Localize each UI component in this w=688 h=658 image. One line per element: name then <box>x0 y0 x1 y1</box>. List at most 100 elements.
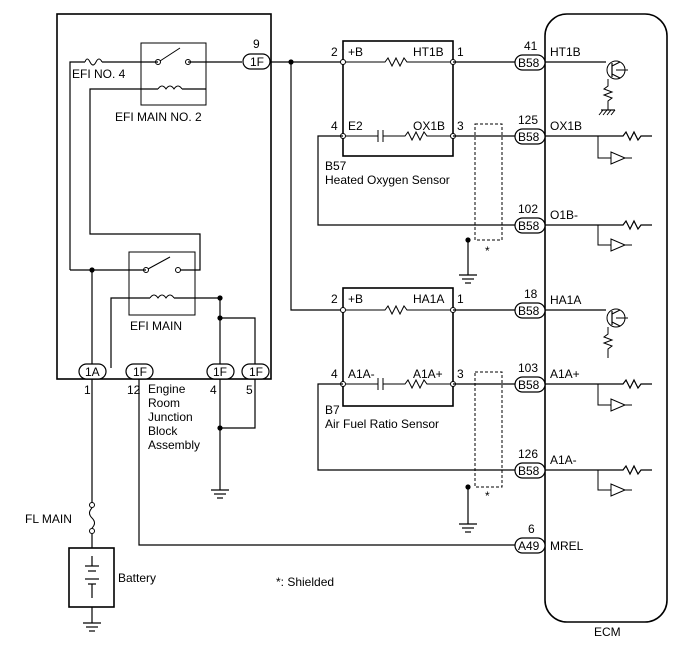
svg-text:B58: B58 <box>518 304 540 318</box>
sensor-b57-outline <box>342 40 454 157</box>
svg-text:1: 1 <box>457 45 464 59</box>
svg-text:B58: B58 <box>518 219 540 233</box>
b57-term-ox1b: OX1B <box>413 119 445 133</box>
sensor-b7-outline <box>342 287 454 407</box>
sensor-b57-id: B57 <box>325 159 347 173</box>
b7-term-plus-b: +B <box>348 292 363 306</box>
ecm-outline <box>544 13 668 623</box>
transistor-icon <box>545 308 628 358</box>
input-circuit-icon <box>545 464 652 497</box>
ground-icon <box>211 489 229 499</box>
svg-text:2: 2 <box>331 292 338 306</box>
svg-text:B58: B58 <box>518 464 540 478</box>
ecm-terminal-ha1a: B58 18 HA1A <box>514 287 581 319</box>
sensor-b7-name: Air Fuel Ratio Sensor <box>325 417 439 431</box>
b57-term-plus-b: +B <box>348 45 363 59</box>
b7-term-ha1a: HA1A <box>413 292 444 306</box>
sensor-element-icon <box>346 130 450 142</box>
svg-text:4: 4 <box>331 119 338 133</box>
sensor-b57-name: Heated Oxygen Sensor <box>325 173 450 187</box>
shield-b57 <box>474 123 503 241</box>
svg-text:12: 12 <box>127 383 141 397</box>
svg-text:41: 41 <box>524 39 538 53</box>
svg-text:1F: 1F <box>213 365 227 379</box>
svg-text:1F: 1F <box>250 55 264 69</box>
svg-text:B58: B58 <box>518 378 540 392</box>
svg-text:18: 18 <box>524 287 538 301</box>
shield-mark-2: * <box>485 489 490 503</box>
svg-text:4: 4 <box>210 383 217 397</box>
relay-efi-main-label: EFI MAIN <box>130 319 182 333</box>
svg-text:3: 3 <box>457 119 464 133</box>
sensor-b7: +B HA1A A1A- A1A+ 2 1 4 3 B7 Air Fuel Ra… <box>325 287 464 431</box>
b57-term-e2: E2 <box>348 119 363 133</box>
svg-text:103: 103 <box>518 361 538 375</box>
battery-label: Battery <box>118 571 156 585</box>
transistor-icon <box>545 60 628 116</box>
input-circuit-icon <box>545 130 652 165</box>
ground-icon <box>459 274 477 284</box>
sensor-element-icon <box>346 378 450 390</box>
svg-text:HA1A: HA1A <box>550 293 581 307</box>
svg-text:6: 6 <box>528 522 535 536</box>
b7-term-a1a-minus: A1A- <box>348 367 375 381</box>
svg-text:1A: 1A <box>85 365 100 379</box>
svg-text:102: 102 <box>518 202 538 216</box>
relay-efi-main-icon <box>128 251 196 316</box>
svg-text:9: 9 <box>253 37 260 51</box>
svg-text:B58: B58 <box>518 130 540 144</box>
fuse-efi-no4-label: EFI NO. 4 <box>72 67 126 81</box>
ecm-terminal-mrel: A49 6 MREL <box>514 522 584 554</box>
junction-block-name-3: Junction <box>148 410 193 424</box>
svg-text:O1B-: O1B- <box>550 208 578 222</box>
relay-efi-main-no2-icon <box>140 42 207 106</box>
fl-main-icon <box>89 507 95 529</box>
fl-main-label: FL MAIN <box>25 512 72 526</box>
svg-text:1F: 1F <box>249 365 263 379</box>
svg-text:4: 4 <box>331 367 338 381</box>
ecm-terminal-o1b-minus: B58 102 O1B- <box>514 202 578 234</box>
sensor-b7-id: B7 <box>325 403 340 417</box>
ecm-terminal-a1a-minus: B58 126 A1A- <box>514 447 577 479</box>
shield-mark-1: * <box>485 244 490 258</box>
battery-icon <box>68 547 115 608</box>
shield-b7 <box>474 371 503 488</box>
svg-text:126: 126 <box>518 447 538 461</box>
svg-text:1F: 1F <box>133 365 147 379</box>
svg-text:2: 2 <box>331 45 338 59</box>
sensor-b57: +B HT1B E2 OX1B 2 1 4 3 B57 Heated Oxyge… <box>325 40 464 187</box>
junction-block-name-5: Assembly <box>148 438 200 452</box>
svg-text:HT1B: HT1B <box>550 45 581 59</box>
ecm-label: ECM <box>594 625 621 639</box>
junction-block-name-1: Engine <box>148 382 186 396</box>
svg-text:A1A+: A1A+ <box>550 367 580 381</box>
input-circuit-icon <box>545 378 652 412</box>
shielded-note: *: Shielded <box>276 575 334 589</box>
ecm: ECM B58 41 HT1B B58 125 OX1B B58 102 O1B… <box>514 13 668 639</box>
heater-resistor-icon <box>346 304 450 316</box>
svg-text:A1A-: A1A- <box>550 453 577 467</box>
ecm-terminal-ox1b: B58 125 OX1B <box>514 113 582 145</box>
ecm-terminal-a1a-plus: B58 103 A1A+ <box>514 361 580 393</box>
junction-block-name-2: Room <box>148 396 180 410</box>
b7-term-a1a-plus: A1A+ <box>413 367 443 381</box>
svg-text:1: 1 <box>457 292 464 306</box>
engine-room-junction-block: EFI NO. 4 EFI MAIN NO. 2 EFI MAIN 1F 9 <box>56 13 272 452</box>
svg-text:125: 125 <box>518 113 538 127</box>
svg-text:OX1B: OX1B <box>550 119 582 133</box>
svg-text:MREL: MREL <box>550 539 584 553</box>
ecm-terminal-ht1b: B58 41 HT1B <box>514 39 581 71</box>
input-circuit-icon <box>545 219 652 252</box>
svg-text:A49: A49 <box>518 539 540 553</box>
ground-icon <box>83 622 101 632</box>
svg-text:B58: B58 <box>518 56 540 70</box>
svg-text:5: 5 <box>246 383 253 397</box>
svg-text:1: 1 <box>84 383 91 397</box>
b57-term-ht1b: HT1B <box>413 45 444 59</box>
heater-resistor-icon <box>346 56 450 68</box>
relay-efi-main-no2-label: EFI MAIN NO. 2 <box>115 110 202 124</box>
fuse-efi-no4-icon <box>84 58 103 66</box>
svg-text:3: 3 <box>457 367 464 381</box>
junction-block-name-4: Block <box>148 424 178 438</box>
